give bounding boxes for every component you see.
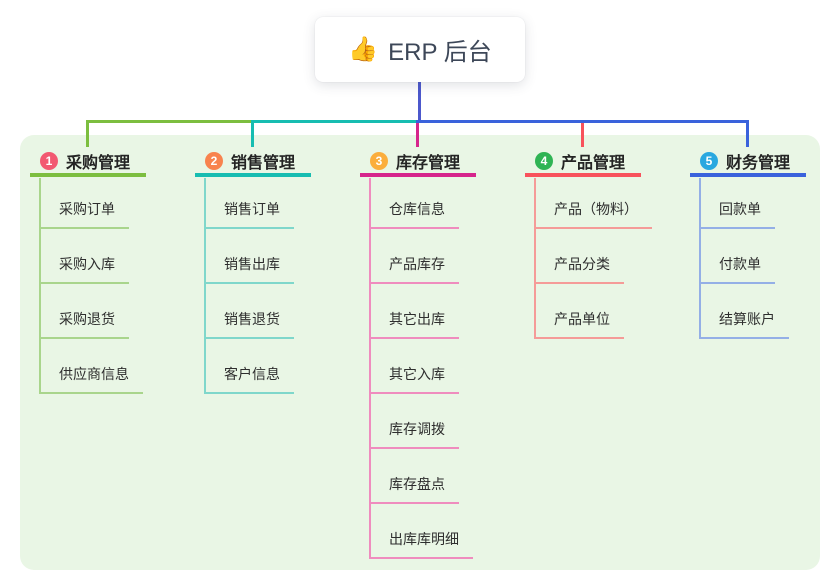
branch-badge-icon: 1	[40, 152, 58, 170]
drop-line-branch4	[580, 123, 584, 147]
drop-line-branch3	[415, 123, 419, 147]
child-node[interactable]: 付款单	[699, 229, 775, 284]
thumbs-up-icon: 👍	[348, 36, 379, 63]
branches-panel	[20, 135, 820, 570]
branch-badge-icon: 5	[700, 152, 718, 170]
root-label: ERP 后台	[388, 39, 492, 66]
drop-line-branch1	[85, 123, 89, 147]
child-node[interactable]: 出库库明细	[369, 504, 473, 559]
branch-label: 销售管理	[231, 155, 296, 172]
drop-line-branch5	[745, 123, 749, 147]
bus-segment-branch1	[85, 120, 254, 123]
subtree-line-branch4	[534, 178, 536, 339]
branch-children-3: 仓库信息产品库存其它出库其它入库库存调拨库存盘点出库库明细	[369, 174, 473, 559]
child-node[interactable]: 库存调拨	[369, 394, 459, 449]
child-node[interactable]: 销售退货	[204, 284, 294, 339]
child-node[interactable]: 采购入库	[39, 229, 129, 284]
bus-segment-branch5	[415, 120, 749, 123]
subtree-line-branch2	[204, 178, 206, 394]
child-node[interactable]: 产品单位	[534, 284, 624, 339]
branch-header-3[interactable]: 3 库存管理	[360, 149, 476, 177]
child-node[interactable]: 回款单	[699, 174, 775, 229]
branch-label: 采购管理	[66, 155, 131, 172]
branch-header-1[interactable]: 1 采购管理	[30, 149, 146, 177]
child-node[interactable]: 产品库存	[369, 229, 459, 284]
child-node[interactable]: 库存盘点	[369, 449, 459, 504]
branch-label: 库存管理	[396, 155, 461, 172]
child-node[interactable]: 其它出库	[369, 284, 459, 339]
child-node[interactable]: 供应商信息	[39, 339, 143, 394]
branch-children-5: 回款单付款单结算账户	[699, 174, 789, 339]
child-node[interactable]: 其它入库	[369, 339, 459, 394]
child-node[interactable]: 销售订单	[204, 174, 294, 229]
child-node[interactable]: 产品（物料）	[534, 174, 652, 229]
child-node[interactable]: 采购退货	[39, 284, 129, 339]
branch-label: 产品管理	[561, 155, 626, 172]
drop-line-branch2	[250, 123, 254, 147]
branch-children-1: 采购订单采购入库采购退货供应商信息	[39, 174, 143, 394]
branch-badge-icon: 4	[535, 152, 553, 170]
root-connector-line	[417, 82, 421, 123]
branch-header-4[interactable]: 4 产品管理	[525, 149, 641, 177]
child-node[interactable]: 仓库信息	[369, 174, 459, 229]
child-node[interactable]: 产品分类	[534, 229, 624, 284]
branch-header-5[interactable]: 5 财务管理	[690, 149, 806, 177]
child-node[interactable]: 销售出库	[204, 229, 294, 284]
subtree-line-branch5	[699, 178, 701, 339]
branch-label: 财务管理	[726, 155, 791, 172]
branch-header-2[interactable]: 2 销售管理	[195, 149, 311, 177]
child-node[interactable]: 采购订单	[39, 174, 129, 229]
child-node[interactable]: 客户信息	[204, 339, 294, 394]
root-node[interactable]: 👍 ERP 后台	[315, 17, 525, 82]
bus-segment-branch2	[250, 120, 419, 123]
subtree-line-branch3	[369, 178, 371, 559]
child-node[interactable]: 结算账户	[699, 284, 789, 339]
branch-children-4: 产品（物料）产品分类产品单位	[534, 174, 652, 339]
subtree-line-branch1	[39, 178, 41, 394]
branch-children-2: 销售订单销售出库销售退货客户信息	[204, 174, 294, 394]
branch-badge-icon: 2	[205, 152, 223, 170]
branch-badge-icon: 3	[370, 152, 388, 170]
